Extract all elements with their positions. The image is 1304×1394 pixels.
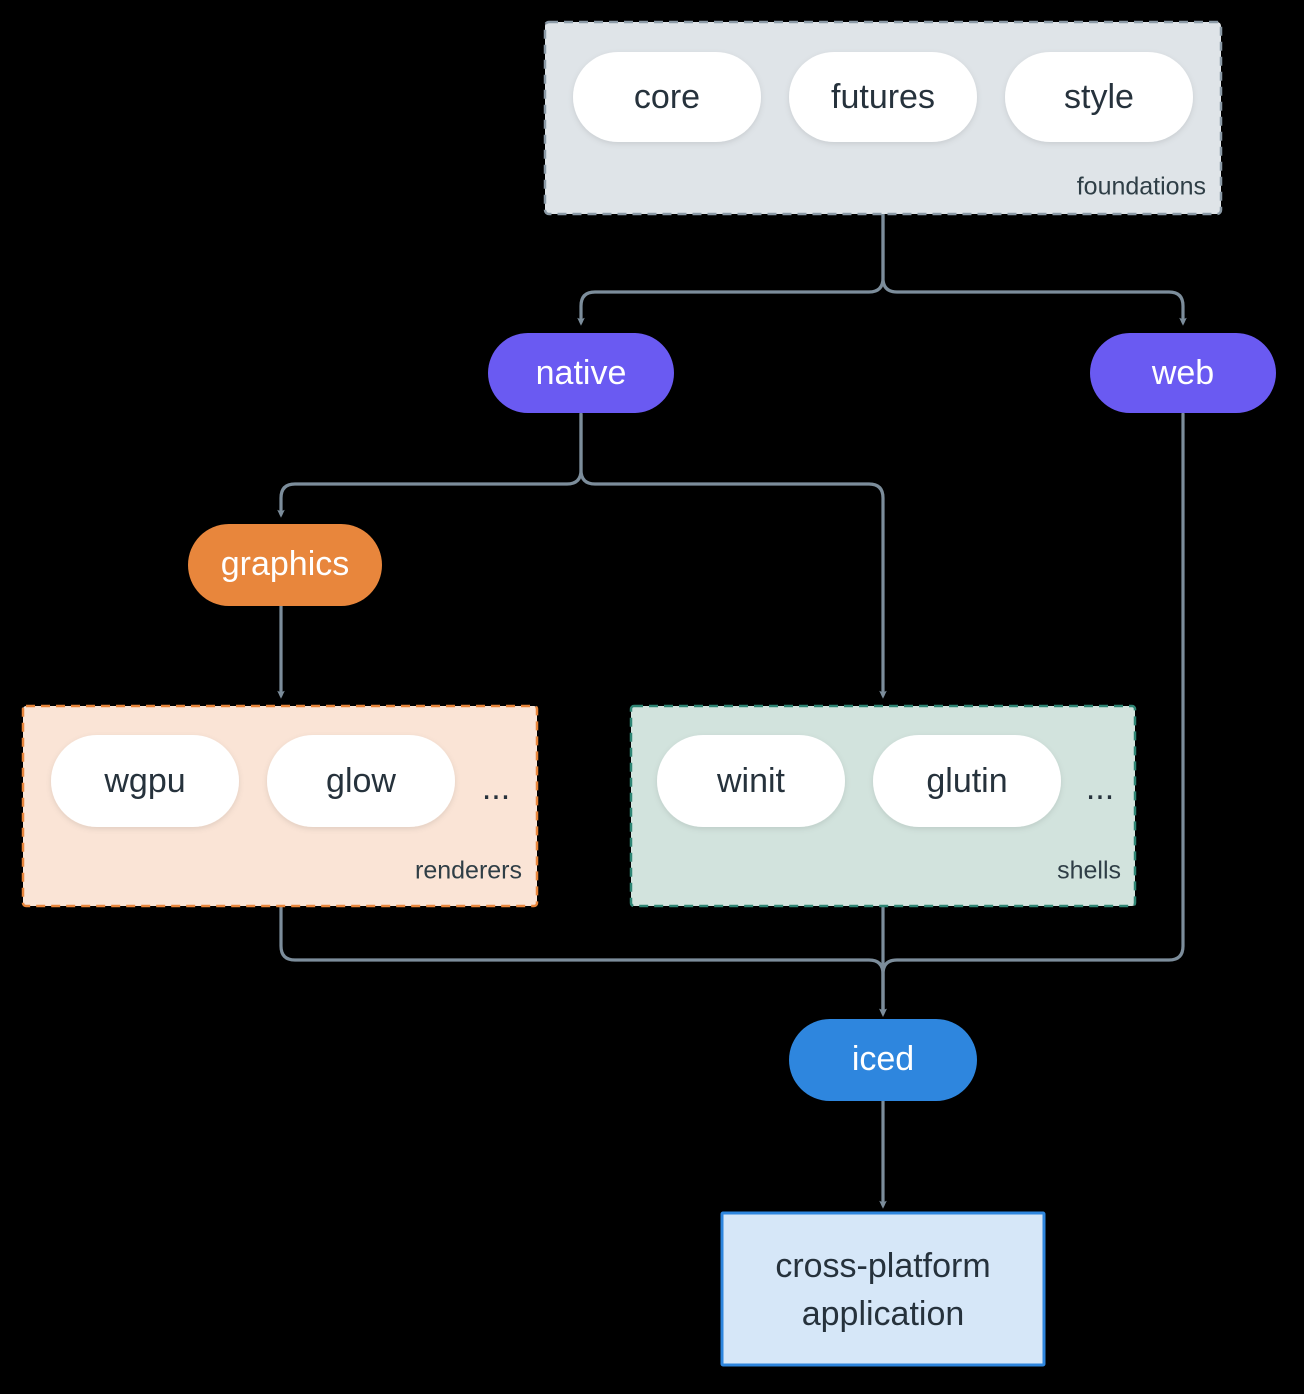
node-futures[interactable]: futures [789, 52, 977, 142]
node-glow-shape [267, 735, 455, 827]
node-application-shape [720, 1211, 1046, 1367]
node-glutin-shape [873, 735, 1061, 827]
node-futures-label: futures [831, 78, 935, 116]
node-application-label-line2: application [802, 1295, 965, 1333]
node-web-label: web [1151, 354, 1214, 392]
group-renderers: wgpu glow ... renderers [21, 704, 539, 908]
node-wgpu-shape [51, 735, 239, 827]
node-winit-label: winit [716, 762, 786, 800]
node-graphics-shape [188, 524, 382, 606]
node-cross-platform-application[interactable]: cross-platform application [720, 1211, 1046, 1367]
node-web[interactable]: web [1090, 333, 1276, 413]
group-renderers-label: renderers [415, 857, 522, 885]
node-core[interactable]: core [573, 52, 761, 142]
group-shells-ellipsis: ... [1086, 769, 1114, 807]
edge-native-to-graphics [277, 412, 583, 518]
node-glow-label: glow [326, 762, 396, 800]
node-glow[interactable]: glow [267, 735, 455, 827]
node-style-shape [1005, 52, 1193, 142]
node-native[interactable]: native [488, 333, 674, 413]
node-application-label-line1: cross-platform [775, 1247, 990, 1285]
edge-foundations-to-web [881, 212, 1187, 326]
group-renderers-ellipsis: ... [482, 769, 510, 807]
node-iced[interactable]: iced [789, 1019, 977, 1101]
node-wgpu-label: wgpu [103, 762, 185, 800]
node-winit-shape [657, 735, 845, 827]
node-iced-label: iced [852, 1040, 914, 1078]
node-winit[interactable]: winit [657, 735, 845, 827]
node-web-shape [1090, 333, 1276, 413]
edge-foundations-to-native [577, 212, 885, 326]
node-style-label: style [1064, 78, 1134, 116]
edge-renderers-to-iced [279, 904, 887, 1017]
edge-native-to-shells [579, 412, 887, 699]
node-core-shape [573, 52, 761, 142]
node-native-label: native [536, 354, 627, 392]
group-foundations: core futures style foundations [543, 20, 1223, 216]
node-glutin-label: glutin [926, 762, 1007, 800]
node-wgpu[interactable]: wgpu [51, 735, 239, 827]
node-graphics-label: graphics [221, 545, 350, 583]
edge-layer [277, 212, 1187, 1209]
group-shells-label: shells [1057, 857, 1121, 885]
node-style[interactable]: style [1005, 52, 1193, 142]
node-futures-shape [789, 52, 977, 142]
node-core-label: core [634, 78, 700, 116]
node-graphics[interactable]: graphics [188, 524, 382, 606]
edge-web-to-iced [879, 412, 1185, 1017]
node-iced-shape [789, 1019, 977, 1101]
group-foundations-label: foundations [1077, 173, 1206, 201]
node-native-shape [488, 333, 674, 413]
node-glutin[interactable]: glutin [873, 735, 1061, 827]
group-shells: winit glutin ... shells [629, 704, 1137, 908]
